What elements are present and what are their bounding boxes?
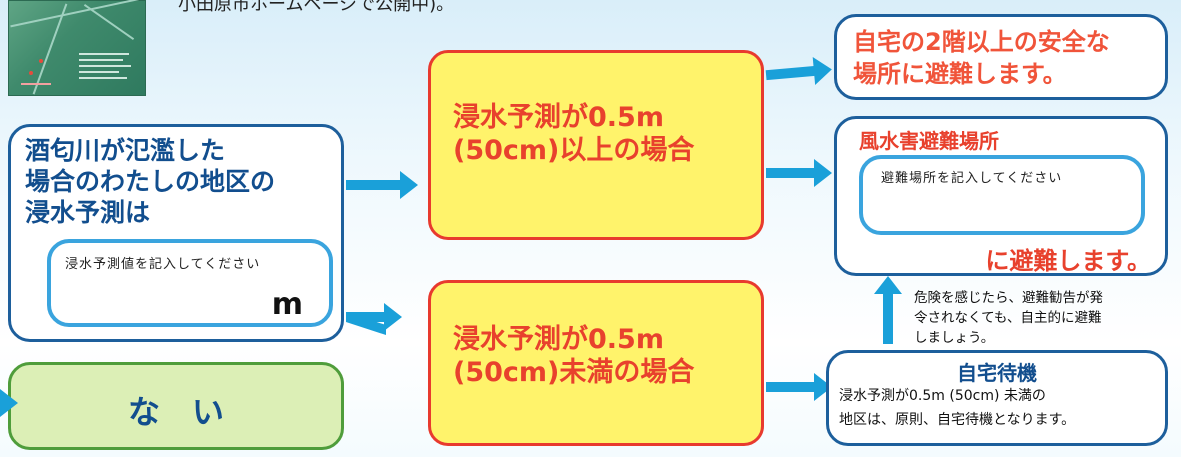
note-line2: 令されなくても、自主的に避難 bbox=[914, 310, 1102, 326]
shelter-suffix: に避難します。 bbox=[985, 247, 1151, 275]
stay-home-line1: 浸水予測が0.5m (50cm) 未満の bbox=[839, 388, 1046, 404]
condition-above-box: 浸水予測が0.5m (50cm)以上の場合 bbox=[428, 50, 764, 240]
arrow-to-upstairs bbox=[765, 65, 817, 81]
upstairs-line1: 自宅の2階以上の安全な bbox=[853, 28, 1110, 56]
none-box: な い bbox=[8, 362, 344, 450]
flood-prediction-box: 酒匂川が氾濫した 場合のわたしの地区の 浸水予測は 浸水予測値を記入してください… bbox=[8, 124, 344, 342]
stay-home-title: 自宅待機 bbox=[957, 361, 1037, 385]
condition-below-box: 浸水予測が0.5m (50cm)未満の場合 bbox=[428, 280, 764, 446]
shelter-title: 風水害避難場所 bbox=[859, 129, 999, 153]
arrow-home-to-shelter bbox=[874, 276, 902, 344]
condition-below-line2: (50cm)未満の場合 bbox=[453, 357, 695, 388]
flood-prediction-title-1: 酒匂川が氾濫した bbox=[25, 136, 226, 165]
note-line3: しましょう。 bbox=[914, 330, 995, 346]
shelter-label: 避難場所を記入してください bbox=[881, 171, 1063, 186]
upstairs-box: 自宅の2階以上の安全な 場所に避難します。 bbox=[834, 14, 1168, 100]
flood-value-unit: m bbox=[271, 287, 303, 322]
top-note: 小田原市ホームページで公開中)。 bbox=[178, 0, 455, 15]
flood-value-label: 浸水予測値を記入してください bbox=[65, 257, 261, 272]
condition-below-line1: 浸水予測が0.5m bbox=[453, 324, 664, 355]
flood-prediction-title-3: 浸水予測は bbox=[25, 198, 151, 227]
condition-above-line2: (50cm)以上の場合 bbox=[453, 135, 695, 166]
arrow-to-home bbox=[766, 373, 832, 401]
arrow-to-shelter bbox=[766, 159, 832, 187]
stay-home-box: 自宅待機 浸水予測が0.5m (50cm) 未満の 地区は、原則、自宅待機となり… bbox=[826, 350, 1168, 446]
flood-value-field[interactable]: 浸水予測値を記入してください m bbox=[47, 239, 333, 327]
condition-above-line1: 浸水予測が0.5m bbox=[453, 102, 664, 133]
stay-home-line2: 地区は、原則、自宅待機となります。 bbox=[839, 412, 1076, 428]
self-evacuation-note: 危険を感じたら、避難勧告が発 令されなくても、自主的に避難 しましょう。 bbox=[914, 288, 1174, 348]
upstairs-line2: 場所に避難します。 bbox=[853, 60, 1067, 88]
arrow-to-none bbox=[0, 389, 18, 417]
flood-prediction-title-2: 場合のわたしの地区の bbox=[25, 167, 276, 196]
shelter-box: 風水害避難場所 避難場所を記入してください に避難します。 bbox=[834, 116, 1168, 276]
hazard-map-thumbnail bbox=[8, 0, 146, 96]
note-line1: 危険を感じたら、避難勧告が発 bbox=[914, 290, 1103, 306]
arrow-to-below bbox=[346, 303, 402, 331]
arrow-to-above bbox=[346, 171, 418, 199]
none-label: な い bbox=[127, 393, 224, 431]
shelter-field[interactable]: 避難場所を記入してください bbox=[859, 155, 1145, 235]
